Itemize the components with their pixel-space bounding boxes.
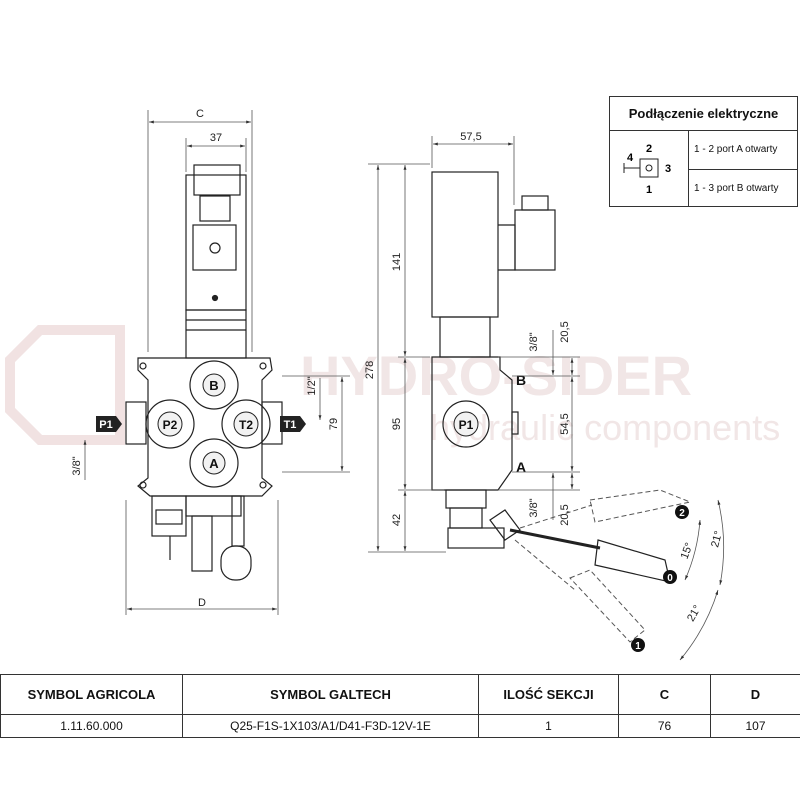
port-t2: T2	[239, 418, 253, 432]
front-port-labels: B P2 T2 A P1 T1	[96, 373, 306, 475]
angle-21-top: 21°	[709, 530, 725, 549]
watermark-brand: HYDRO-SIDER	[300, 344, 692, 407]
header-symbol-galtech: SYMBOL GALTECH	[182, 674, 479, 715]
dim-278: 278	[364, 361, 376, 379]
dim-57-5: 57,5	[460, 131, 481, 143]
angle-21-bot: 21°	[685, 603, 704, 623]
pin-3: 3	[665, 163, 671, 175]
port-p1-side: P1	[459, 418, 474, 432]
lever-pos-1: 1	[635, 641, 641, 652]
cell-symbol-galtech: Q25-F1S-1X103/A1/D41-F3D-12V-1E	[182, 714, 479, 738]
lever-position-markers: 2 0 1	[631, 505, 689, 652]
pin-2: 2	[646, 143, 652, 155]
header-d: D	[710, 674, 800, 715]
port-p2: P2	[163, 418, 178, 432]
thread-38-left: 3/8"	[71, 456, 83, 475]
dim-141: 141	[391, 253, 403, 271]
dim-79: 79	[328, 418, 340, 430]
connector-pin-icon: 2 1 3 4	[623, 143, 671, 196]
dim-37: 37	[210, 132, 222, 144]
cell-c: 76	[618, 714, 711, 738]
pin-4: 4	[627, 152, 634, 164]
cell-symbol-agricola: 1.11.60.000	[0, 714, 183, 738]
angle-arcs	[679, 499, 724, 661]
thread-38-bot: 3/8"	[528, 498, 540, 517]
connector-symbol: 2 1 3 4	[610, 131, 689, 207]
dim-20-5-bot: 20,5	[559, 504, 571, 525]
electrical-connection-legend: Podłączenie elektryczne 2 1 3 4 1 - 2 po…	[609, 96, 798, 207]
front-dimension-labels: C 37 D 79 1/2" 3/8"	[71, 108, 340, 609]
front-dimensions	[83, 110, 350, 615]
port-a-front: A	[209, 456, 219, 471]
dim-95: 95	[391, 418, 403, 430]
dim-54-5: 54,5	[559, 413, 571, 434]
spec-table-header: SYMBOL AGRICOLA SYMBOL GALTECH ILOŚĆ SEK…	[0, 674, 800, 715]
lever-pos-2: 2	[679, 508, 685, 519]
lever-pos-0: 0	[667, 573, 673, 584]
cell-d: 107	[710, 714, 800, 738]
side-dimension-labels: 57,5 278 141 95 42 20,5 54,5 20,5 3/8" 3…	[364, 131, 571, 526]
watermark-subtitle: hydraulic components	[430, 407, 780, 448]
angle-labels: 15° 21° 21°	[679, 530, 725, 624]
electrical-row-port-a: 1 - 2 port A otwarty	[689, 131, 797, 170]
header-symbol-agricola: SYMBOL AGRICOLA	[0, 674, 183, 715]
port-b-front: B	[209, 378, 218, 393]
port-b-side: B	[516, 372, 526, 388]
side-port-labels: P1 B A	[453, 372, 526, 475]
pin-1: 1	[646, 184, 652, 196]
lever-ghosts	[514, 489, 692, 643]
electrical-title: Podłączenie elektryczne	[610, 97, 797, 131]
side-dimensions	[368, 136, 580, 553]
dim-c: C	[196, 108, 204, 120]
header-c: C	[618, 674, 711, 715]
cell-section-count: 1	[478, 714, 619, 738]
port-p1-left: P1	[99, 419, 112, 431]
dim-d: D	[198, 597, 206, 609]
thread-38-top: 3/8"	[528, 332, 540, 351]
dim-42: 42	[391, 514, 403, 526]
electrical-row-port-b: 1 - 3 port B otwarty	[694, 182, 779, 194]
thread-half: 1/2"	[306, 376, 318, 395]
spec-table: SYMBOL AGRICOLA SYMBOL GALTECH ILOŚĆ SEK…	[0, 674, 800, 738]
port-a-side: A	[516, 459, 526, 475]
front-view	[125, 164, 283, 581]
dim-20-5-top: 20,5	[559, 321, 571, 342]
port-t1: T1	[284, 419, 297, 431]
table-row: 1.11.60.000 Q25-F1S-1X103/A1/D41-F3D-12V…	[0, 714, 800, 738]
header-section-count: ILOŚĆ SEKCJI	[478, 674, 619, 715]
angle-15: 15°	[679, 541, 696, 561]
